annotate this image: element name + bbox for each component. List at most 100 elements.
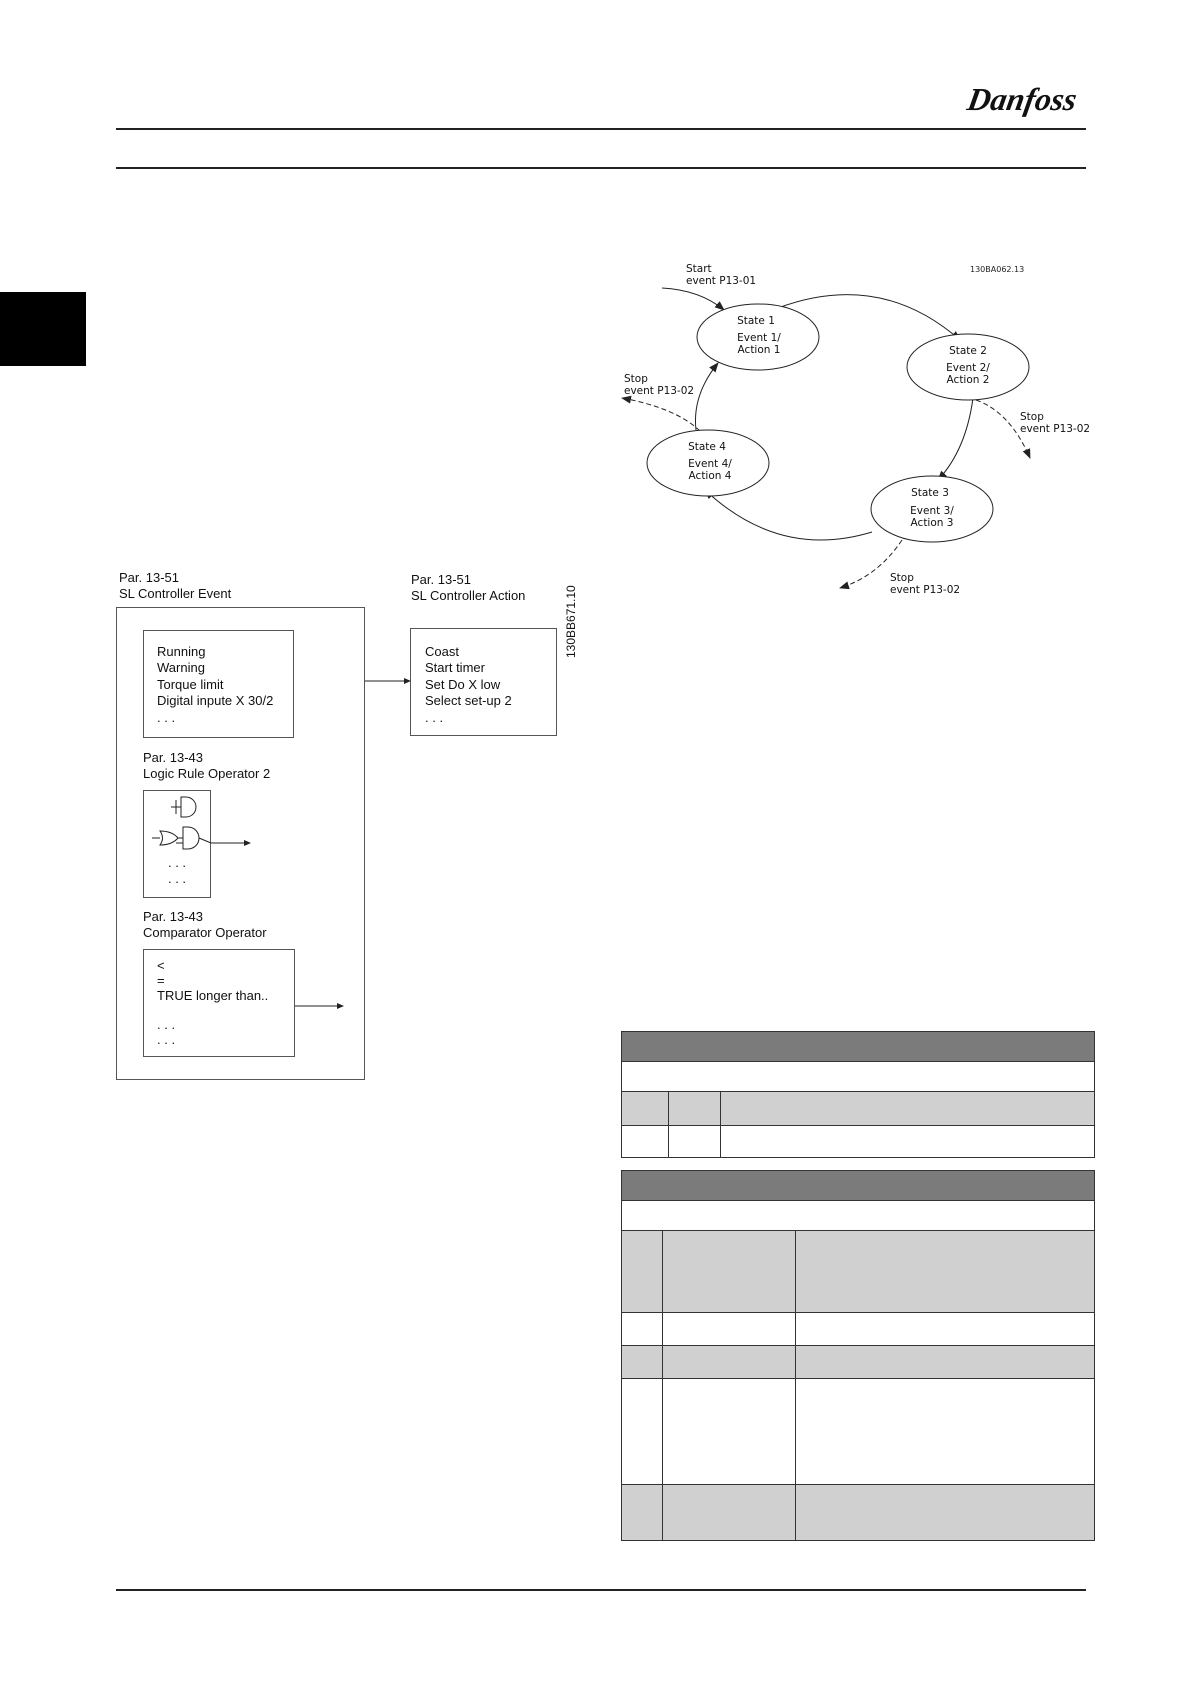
logo-text: Danfoss	[964, 81, 1080, 117]
stop-label-1-line2: event P13-02	[624, 385, 694, 397]
action-list: Coast Start timer Set Do X low Select se…	[425, 644, 512, 726]
table-cell	[794, 1230, 1096, 1313]
state-4-action: Action 4	[689, 470, 732, 482]
table-cell	[794, 1312, 1096, 1346]
state-4-event: Event 4/	[688, 458, 732, 470]
table-cell	[794, 1378, 1096, 1485]
action-title-name: SL Controller Action	[411, 588, 526, 604]
state-1-event: Event 1/	[737, 332, 781, 344]
table-row	[621, 1125, 1096, 1158]
state-2-title: State 2	[949, 345, 987, 357]
table-header-row	[620, 1031, 1096, 1062]
event-item: Digital inpute X 30/2	[157, 693, 274, 709]
controller-connectors	[152, 678, 411, 1009]
comparator-title: Par. 13-43 Comparator Operator	[143, 909, 267, 942]
logic-dots-line: . . .	[167, 855, 187, 870]
action-item: . . .	[425, 709, 444, 725]
event-list: Running Warning Torque limit Digital inp…	[157, 644, 273, 726]
stop-label-2-line1: Stop	[1020, 411, 1044, 423]
table-cell	[621, 1125, 669, 1158]
table-cell	[662, 1484, 796, 1541]
stop-label-2-line2: event P13-02	[1020, 423, 1090, 435]
state-3-title: State 3	[911, 487, 949, 499]
event-item: Running	[157, 644, 206, 659]
stop-arrow-state3	[839, 539, 903, 590]
table-cell	[620, 1170, 1096, 1201]
and-gate-icon	[171, 796, 197, 818]
comparator-item: . . .	[157, 1017, 176, 1033]
table-cell	[621, 1091, 669, 1126]
stop-label-3-line1: Stop	[890, 572, 914, 584]
table-cell	[719, 1091, 1096, 1126]
parameter-table-2	[620, 1170, 1096, 1541]
event-title-par: Par. 13-51	[119, 570, 179, 585]
state-diagram: 130BA062.13 Start event P13-01 State 1 E…	[621, 263, 1090, 596]
table-row	[620, 1061, 1096, 1092]
state-1-node	[696, 303, 820, 371]
table-row	[621, 1378, 1096, 1485]
logic-gate-box: . . . . . .	[143, 790, 211, 898]
transition-4-1	[694, 362, 719, 431]
logic-dots-line: . . .	[167, 871, 187, 887]
logic-title-par: Par. 13-43	[143, 750, 203, 765]
logic-dots: . . . . . .	[144, 855, 210, 888]
stop-label-1-line1: Stop	[624, 373, 648, 385]
logic-title-name: Logic Rule Operator 2	[143, 766, 271, 782]
comparator-item: =	[157, 972, 165, 988]
controller-ref-code-wrap: 130BB671.10	[563, 570, 581, 660]
stop-label-3-line2: event P13-02	[890, 584, 960, 596]
comparator-item: TRUE longer than..	[157, 987, 269, 1003]
danfoss-logo: Danfoss	[965, 76, 1088, 122]
event-list-box: Running Warning Torque limit Digital inp…	[143, 630, 294, 738]
table-cell	[668, 1125, 721, 1158]
state-4-node	[646, 429, 770, 497]
table-cell	[621, 1345, 663, 1379]
state-2-event: Event 2/	[946, 362, 990, 374]
table-cell	[621, 1230, 663, 1313]
table-cell	[662, 1230, 796, 1313]
start-label-line1: Start	[686, 263, 712, 275]
logic-title: Par. 13-43 Logic Rule Operator 2	[143, 750, 270, 783]
event-title: Par. 13-51 SL Controller Event	[119, 570, 231, 603]
table-cell	[620, 1200, 1096, 1231]
action-list-box: Coast Start timer Set Do X low Select se…	[410, 628, 557, 736]
header-rule-bottom	[116, 167, 1086, 169]
table-cell	[662, 1378, 796, 1485]
event-item: . . .	[157, 709, 176, 725]
chapter-tab	[0, 292, 86, 366]
action-item: Set Do X low	[425, 676, 501, 692]
transition-2-3	[937, 397, 974, 481]
table-row	[621, 1345, 1096, 1379]
action-title-par: Par. 13-51	[411, 572, 471, 587]
header-rule-top	[116, 128, 1086, 130]
start-arrow	[661, 287, 725, 311]
comparator-title-par: Par. 13-43	[143, 909, 203, 924]
state-2-action: Action 2	[947, 374, 990, 386]
event-item: Warning	[157, 660, 205, 676]
comparator-item: <	[157, 958, 165, 973]
table-cell	[620, 1061, 1096, 1092]
table-row	[621, 1230, 1096, 1313]
start-label-line2: event P13-01	[686, 275, 756, 287]
table-header-row	[620, 1170, 1096, 1201]
table-cell	[719, 1125, 1096, 1158]
table-cell	[662, 1345, 796, 1379]
table-cell	[668, 1091, 721, 1126]
or-and-gate-icon	[152, 826, 212, 850]
action-item: Start timer	[425, 660, 485, 676]
state-diagram-ref-code: 130BA062.13	[970, 265, 1024, 274]
table-cell	[794, 1345, 1096, 1379]
table-cell	[620, 1031, 1096, 1062]
table-row	[620, 1200, 1096, 1231]
table-cell	[662, 1312, 796, 1346]
table-cell	[621, 1484, 663, 1541]
state-1-action: Action 1	[738, 344, 781, 356]
table-row	[621, 1091, 1096, 1126]
comparator-item: . . .	[157, 1031, 176, 1047]
event-item: Torque limit	[157, 676, 224, 692]
event-title-name: SL Controller Event	[119, 586, 232, 602]
state-3-action: Action 3	[911, 517, 954, 529]
action-item: Select set-up 2	[425, 693, 512, 709]
table-row	[621, 1484, 1096, 1541]
transition-1-2	[777, 294, 961, 341]
